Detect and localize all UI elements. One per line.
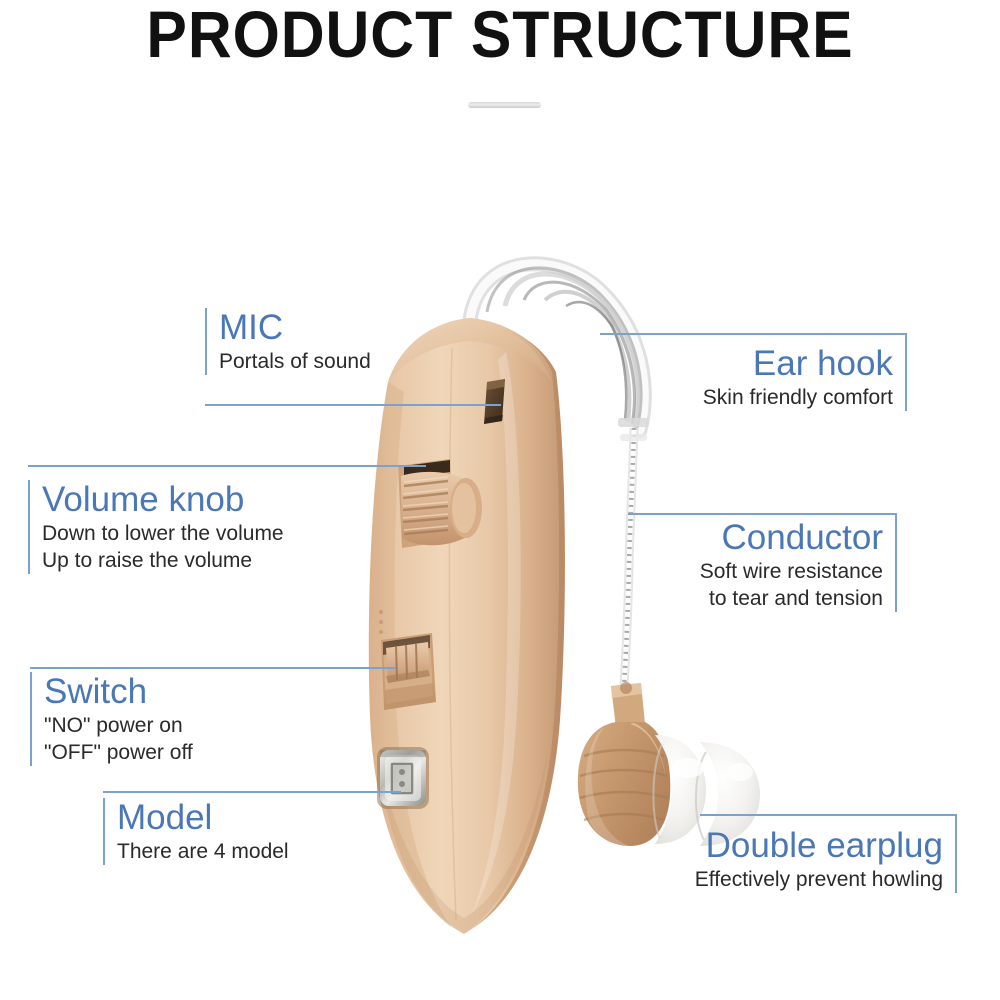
leader-line-double-earplug <box>700 814 957 816</box>
callout-conductor-line-2: to tear and tension <box>709 587 883 610</box>
callout-mic: MIC Portals of sound <box>205 308 371 375</box>
callout-double-earplug-heading: Double earplug <box>705 826 943 865</box>
model-indicator-window <box>377 747 429 809</box>
microphone-port <box>484 379 505 424</box>
callout-mic-heading: MIC <box>219 308 284 347</box>
callout-volume-knob-heading: Volume knob <box>42 480 245 519</box>
title-divider <box>468 102 541 108</box>
callout-ear-hook-line-1: Skin friendly comfort <box>702 386 893 409</box>
callout-conductor-heading: Conductor <box>721 518 883 557</box>
callout-model: Model There are 4 model <box>103 798 289 865</box>
ear-hook-tube <box>462 256 652 438</box>
receiver-earplug <box>577 682 671 846</box>
callout-mic-line-1: Portals of sound <box>219 350 371 373</box>
page-title: PRODUCT STRUCTURE <box>146 0 854 71</box>
shell-detail-dots <box>379 610 383 634</box>
power-switch <box>381 633 436 710</box>
volume-wheel <box>398 459 482 548</box>
callout-switch-heading: Switch <box>44 672 148 711</box>
callout-conductor-line-1: Soft wire resistance <box>699 560 883 583</box>
callout-volume-knob: Volume knob Down to lower the volume Up … <box>28 480 284 574</box>
callout-switch-line-2: "OFF" power off <box>44 741 193 764</box>
callout-switch-line-1: "NO" power on <box>44 714 183 737</box>
leader-line-ear-hook <box>600 333 907 335</box>
callout-double-earplug: Double earplug Effectively prevent howli… <box>695 826 957 893</box>
callout-double-earplug-line-1: Effectively prevent howling <box>694 868 943 891</box>
callout-ear-hook: Ear hook Skin friendly comfort <box>703 344 907 411</box>
leader-line-conductor <box>628 513 897 515</box>
callout-conductor: Conductor Soft wire resistance to tear a… <box>700 518 897 612</box>
callout-model-line-1: There are 4 model <box>117 840 289 863</box>
leader-line-model <box>103 791 401 793</box>
leader-line-volume-knob <box>28 465 426 467</box>
callout-volume-knob-line-2: Up to raise the volume <box>42 549 253 572</box>
callout-model-heading: Model <box>117 798 213 837</box>
callout-ear-hook-heading: Ear hook <box>752 344 893 383</box>
shell-body <box>368 318 565 934</box>
callout-switch: Switch "NO" power on "OFF" power off <box>30 672 193 766</box>
leader-line-mic <box>205 404 501 406</box>
callout-volume-knob-line-1: Down to lower the volume <box>42 522 284 545</box>
double-flange-dome <box>652 735 760 846</box>
leader-line-switch <box>30 667 396 669</box>
conductor-wire <box>618 418 649 687</box>
